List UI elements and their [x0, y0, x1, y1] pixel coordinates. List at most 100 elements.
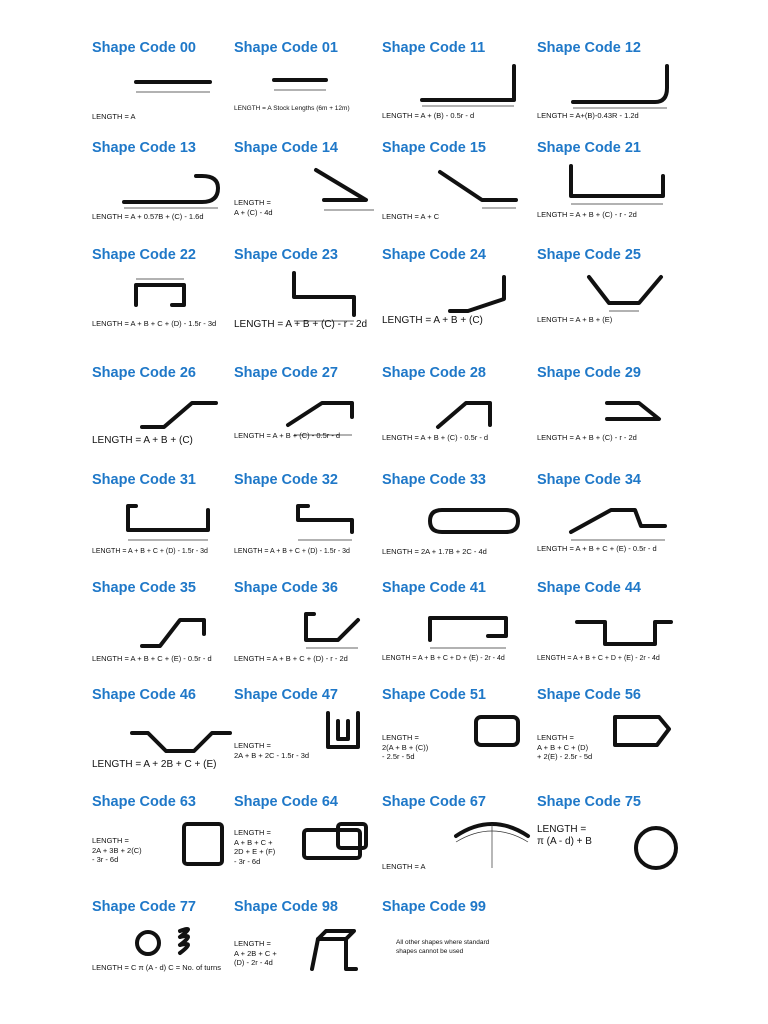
bar-shape-diagram: [92, 160, 242, 218]
shape-card-13: Shape Code 13 LENGTH = A + 0.57B + (C) -…: [92, 140, 242, 240]
shape-title: Shape Code 00: [92, 40, 196, 56]
length-formula: LENGTH = A + B + (C) - 0.5r - d: [234, 431, 341, 440]
length-formula: LENGTH = A + B + (E): [537, 315, 613, 324]
bar-shape-diagram: [382, 385, 532, 443]
bar-shape-diagram: [234, 919, 384, 977]
bar-shape-diagram: [92, 814, 242, 872]
shape-card-21: Shape Code 21 LENGTH = A + B + (C) - r -…: [537, 140, 687, 240]
length-formula: LENGTH = A + B + (C): [92, 435, 193, 446]
shape-card-27: Shape Code 27 LENGTH = A + B + (C) - 0.5…: [234, 365, 384, 465]
shape-card-32: Shape Code 32 LENGTH = A + B + C + (D) -…: [234, 472, 384, 572]
shape-title: Shape Code 56: [537, 687, 641, 703]
shape-title: Shape Code 22: [92, 247, 196, 263]
shape-card-75: Shape Code 75 LENGTH = π (A - d) + B: [537, 794, 687, 894]
shape-title: Shape Code 15: [382, 140, 486, 156]
bar-shape-diagram: [92, 919, 242, 977]
bar-shape-diagram: [234, 600, 384, 658]
shape-title: Shape Code 12: [537, 40, 641, 56]
length-formula: LENGTH = 2(A + B + (C)) - 2.5r - 5d: [382, 733, 429, 761]
length-formula: LENGTH = A + B + C + 2D + E + (F) - 3r -…: [234, 828, 276, 866]
shape-title: Shape Code 36: [234, 580, 338, 596]
shape-card-25: Shape Code 25 LENGTH = A + B + (E): [537, 247, 687, 347]
length-formula: LENGTH = A + 0.57B + (C) - 1.6d: [92, 212, 204, 221]
length-formula: LENGTH = A + B + C + (E) - 0.5r - d: [92, 654, 212, 663]
shape-card-98: Shape Code 98 LENGTH = A + 2B + C + (D) …: [234, 899, 384, 999]
length-formula: LENGTH = A + B + (C) - r - 2d: [537, 210, 637, 219]
shape-title: Shape Code 28: [382, 365, 486, 381]
length-formula: LENGTH = A + B + (C) - r - 2d: [234, 319, 368, 330]
shape-card-99: Shape Code 99 All other shapes where sta…: [382, 899, 532, 999]
shape-title: Shape Code 98: [234, 899, 338, 915]
bar-shape-diagram: [382, 492, 532, 550]
bar-shape-diagram: [382, 160, 532, 218]
shape-card-77: Shape Code 77 LENGTH = C π (A - d) C = N…: [92, 899, 242, 999]
shape-card-44: Shape Code 44 LENGTH = A + B + C + D + (…: [537, 580, 687, 680]
shape-card-46: Shape Code 46 LENGTH = A + 2B + C + (E): [92, 687, 242, 787]
shape-title: Shape Code 27: [234, 365, 338, 381]
length-formula: LENGTH = 2A + B + 2C - 1.5r - 3d: [234, 741, 310, 760]
bar-shape-diagram: [234, 160, 384, 218]
bar-shape-diagram: [92, 492, 242, 550]
bar-shape-diagram: [234, 814, 384, 872]
bar-shape-diagram: [537, 267, 687, 325]
shape-title: Shape Code 46: [92, 687, 196, 703]
bar-shape-diagram: [92, 707, 242, 765]
shape-card-24: Shape Code 24 LENGTH = A + B + (C): [382, 247, 532, 347]
shape-card-35: Shape Code 35 LENGTH = A + B + C + (E) -…: [92, 580, 242, 680]
bar-shape-diagram: [382, 267, 532, 325]
shape-card-23: Shape Code 23 LENGTH = A + B + (C) - r -…: [234, 247, 384, 347]
shape-note: All other shapes where standard shapes c…: [396, 939, 490, 955]
length-formula: LENGTH = A + B + C + (D) - 1.5r - 3d: [234, 548, 350, 555]
length-formula: LENGTH = A + (C) - 4d: [234, 198, 273, 217]
shape-title: Shape Code 14: [234, 140, 338, 156]
shape-card-63: Shape Code 63 LENGTH = 2A + 3B + 2(C) - …: [92, 794, 242, 894]
bar-shape-diagram: [234, 60, 384, 118]
shape-title: Shape Code 35: [92, 580, 196, 596]
shape-card-31: Shape Code 31 LENGTH = A + B + C + (D) -…: [92, 472, 242, 572]
bar-shape-diagram: [537, 60, 687, 118]
shape-title: Shape Code 67: [382, 794, 486, 810]
shape-card-36: Shape Code 36 LENGTH = A + B + C + (D) -…: [234, 580, 384, 680]
shape-title: Shape Code 99: [382, 899, 486, 915]
shape-card-00: Shape Code 00 LENGTH = A: [92, 40, 242, 140]
length-formula: LENGTH = A + B + (C): [382, 315, 483, 326]
shape-card-01: Shape Code 01 LENGTH = A Stock Lengths (…: [234, 40, 384, 140]
bar-shape-diagram: [537, 814, 687, 872]
shape-title: Shape Code 34: [537, 472, 641, 488]
length-formula: LENGTH = A + C: [382, 212, 440, 221]
length-formula: LENGTH = A + B + C + (D) - 1.5r - 3d: [92, 319, 217, 328]
length-formula: LENGTH = 2A + 1.7B + 2C - 4d: [382, 547, 487, 556]
shape-card-26: Shape Code 26 LENGTH = A + B + (C): [92, 365, 242, 465]
length-formula: LENGTH = A + 2B + C + (E): [92, 759, 217, 770]
bar-shape-diagram: [234, 267, 384, 325]
shape-title: Shape Code 29: [537, 365, 641, 381]
shape-title: Shape Code 25: [537, 247, 641, 263]
bar-shape-diagram: [234, 492, 384, 550]
shape-title: Shape Code 75: [537, 794, 641, 810]
bar-shape-diagram: [92, 267, 242, 325]
shape-title: Shape Code 44: [537, 580, 641, 596]
shape-card-28: Shape Code 28 LENGTH = A + B + (C) - 0.5…: [382, 365, 532, 465]
shape-card-22: Shape Code 22 LENGTH = A + B + C + (D) -…: [92, 247, 242, 347]
bar-shape-diagram: [537, 160, 687, 218]
bar-shape-diagram: [382, 60, 532, 118]
length-formula: LENGTH = A + B + C + (D) + 2(E) - 2.5r -…: [537, 733, 593, 761]
bar-shape-diagram: [382, 707, 532, 765]
shape-title: Shape Code 33: [382, 472, 486, 488]
bar-shape-diagram: [537, 385, 687, 443]
shape-title: Shape Code 32: [234, 472, 338, 488]
shape-card-29: Shape Code 29 LENGTH = A + B + (C) - r -…: [537, 365, 687, 465]
shape-card-14: Shape Code 14 LENGTH = A + (C) - 4d: [234, 140, 384, 240]
length-formula: LENGTH = C π (A - d) C = No. of turns: [92, 963, 221, 972]
length-formula: LENGTH = A + (B) - 0.5r - d: [382, 111, 475, 120]
length-formula: LENGTH = 2A + 3B + 2(C) - 3r - 6d: [92, 836, 142, 864]
length-formula: LENGTH = A + B + C + (D) - r - 2d: [234, 654, 348, 663]
length-formula: LENGTH = A + 2B + C + (D) - 2r - 4d: [234, 939, 277, 967]
length-formula: LENGTH = A + B + C + D + (E) - 2r - 4d: [537, 655, 660, 662]
length-formula: LENGTH = A + B + C + (D) - 1.5r - 3d: [92, 548, 208, 555]
shape-title: Shape Code 64: [234, 794, 338, 810]
shape-title: Shape Code 47: [234, 687, 338, 703]
shape-card-34: Shape Code 34 LENGTH = A + B + C + (E) -…: [537, 472, 687, 572]
shape-title: Shape Code 13: [92, 140, 196, 156]
length-formula: LENGTH = A: [382, 862, 426, 871]
